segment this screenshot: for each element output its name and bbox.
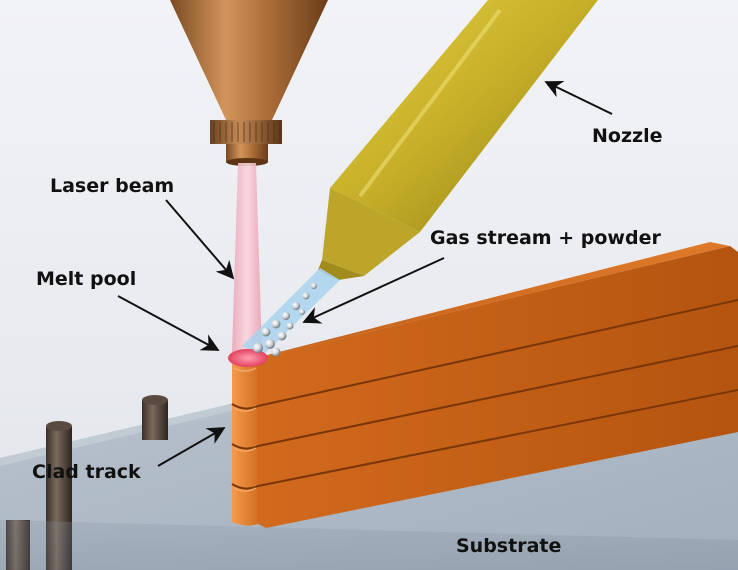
powder-particle	[271, 347, 281, 357]
clad-layer-lines	[231, 299, 738, 490]
clad-layer-highlights	[233, 367, 257, 492]
laser-beam-label: Laser beam	[50, 175, 174, 197]
clad-track-side	[258, 246, 738, 528]
laser-head-knurled-ring	[210, 120, 282, 144]
clad-track-arrow	[157, 427, 226, 467]
clad-track	[231, 242, 738, 528]
clad-layer-boundary	[231, 299, 738, 410]
nozzle-taper	[322, 188, 420, 276]
nozzle-highlight	[358, 8, 502, 198]
clad-layer-boundary	[231, 345, 738, 450]
substrate-label: Substrate	[456, 535, 561, 557]
melt-pool-label: Melt pool	[36, 268, 136, 290]
powder-particle	[271, 319, 281, 329]
support-pin-top	[142, 395, 168, 405]
laser-beam-arrow	[165, 199, 235, 280]
powder-particle	[282, 312, 290, 320]
powder-particle	[299, 309, 305, 315]
support-pin	[142, 400, 168, 440]
clad-track-label: Clad track	[32, 461, 141, 483]
clad-track-top	[232, 242, 730, 364]
laser-head	[170, 0, 328, 166]
powder-particle	[292, 302, 300, 310]
laser-head-aperture	[226, 158, 268, 166]
melt-pool-arrow	[117, 295, 220, 351]
powder-particle	[286, 322, 294, 330]
powder-particle	[311, 283, 317, 289]
clad-track-end-face	[232, 358, 258, 526]
nozzle-body	[330, 0, 598, 232]
gas-stream-arrow	[302, 257, 445, 324]
laser-head-tip	[226, 144, 268, 162]
gas-stream-label: Gas stream + powder	[430, 227, 661, 249]
substrate-shade	[0, 520, 738, 570]
clad-layer-boundary	[231, 389, 738, 490]
nozzle-label: Nozzle	[592, 125, 662, 147]
powder-particles	[253, 283, 317, 357]
powder-particle	[253, 343, 263, 353]
powder-particle	[261, 327, 271, 337]
powder-particle	[265, 339, 275, 349]
powder-particle	[277, 331, 287, 341]
nozzle-arrow	[544, 80, 613, 115]
powder-particle	[302, 292, 310, 300]
melt-pool	[228, 349, 268, 367]
support-pin-top	[46, 421, 72, 431]
laser-beam	[232, 163, 262, 352]
callout-arrows	[117, 80, 613, 467]
laser-head-cone	[170, 0, 328, 120]
